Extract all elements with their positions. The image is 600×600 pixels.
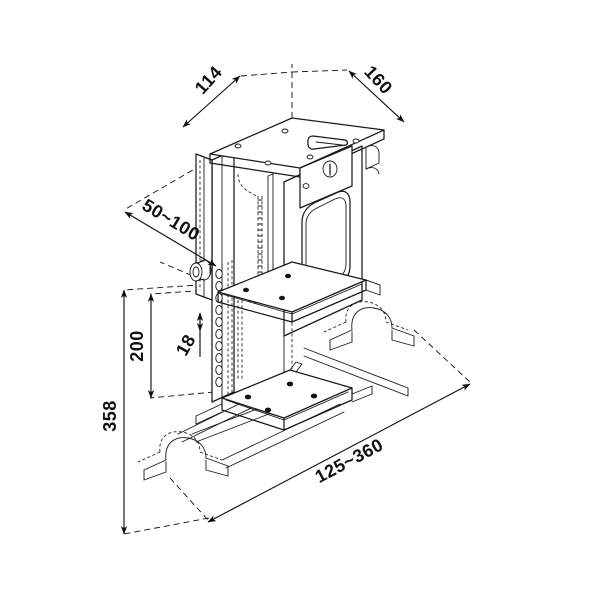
top-plate-mounting-holes — [234, 128, 360, 166]
dimension-200-label: 200 — [127, 330, 147, 362]
vertical-slot-rail — [211, 149, 235, 403]
lock-cylinder — [322, 160, 338, 178]
lock-housing — [299, 145, 353, 209]
rail-slot-column — [215, 268, 223, 388]
middle-shelf-holes — [243, 273, 291, 301]
dimension-358: 358 — [100, 289, 128, 535]
dimension-358-label: 358 — [100, 400, 120, 432]
dimension-200: 200 — [127, 293, 155, 399]
